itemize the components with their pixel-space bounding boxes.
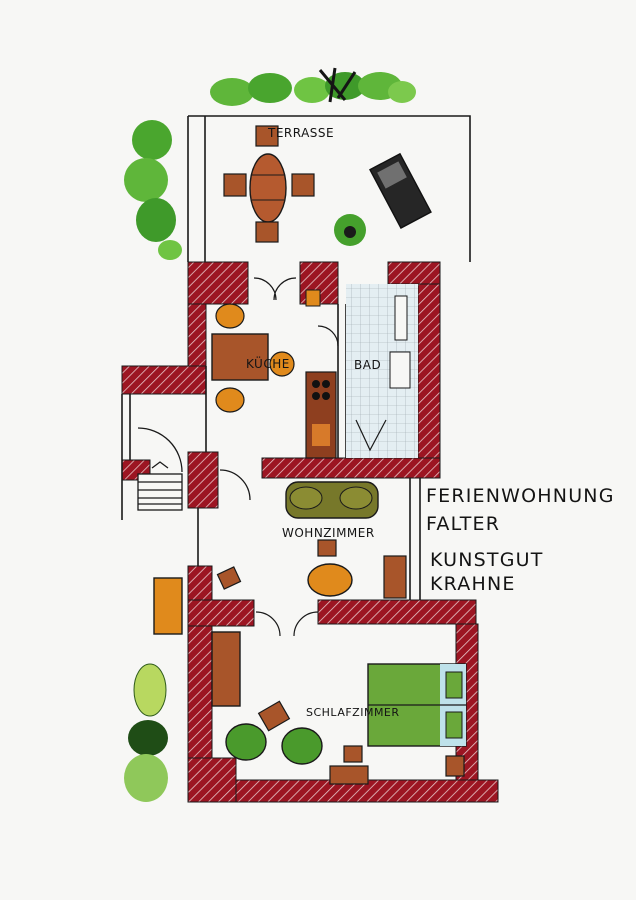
terrace-table — [249, 153, 287, 223]
room-label-schlafzimmer: SCHLAFZIMMER — [306, 706, 400, 719]
kitchen-chair — [215, 387, 245, 413]
plant-hedge-top — [210, 67, 416, 106]
title-block: FERIENWOHNUNG FALTER KUNSTGUT KRAHNE — [426, 485, 615, 595]
living-shelf — [383, 555, 407, 599]
garden-plants — [124, 663, 168, 802]
living-armchair — [307, 563, 353, 597]
living-room: WOHNZIMMER — [153, 481, 407, 637]
kitchen-chair — [269, 351, 295, 377]
title-line-1: FERIENWOHNUNG — [426, 485, 615, 507]
nightstand — [343, 745, 363, 763]
bed — [367, 663, 467, 747]
walls — [121, 261, 499, 803]
bedroom: SCHLAFZIMMER — [211, 631, 467, 785]
living-table — [317, 539, 337, 557]
nightstand — [445, 755, 465, 777]
kitchen-table — [211, 333, 269, 381]
bedroom-bench — [329, 765, 369, 785]
bedroom-armchair — [281, 727, 323, 765]
living-stool — [216, 566, 242, 590]
room-label-wohnzimmer: WOHNZIMMER — [282, 526, 375, 540]
title-line-3: KUNSTGUT — [430, 549, 544, 571]
terrace-chair — [255, 125, 279, 147]
bedroom-stool — [257, 700, 291, 732]
kitchen-counter — [305, 371, 337, 459]
terrace-chair — [223, 173, 247, 197]
terrace-lounger — [369, 152, 432, 229]
hall-cabinet — [153, 577, 183, 635]
kitchen: KÜCHE — [211, 277, 339, 459]
terrace-area: TERRASSE — [124, 67, 471, 262]
plant-hedge-left — [124, 120, 182, 260]
title-line-2: FALTER — [426, 513, 500, 535]
terrace-chair — [255, 221, 279, 243]
title-line-4: KRAHNE — [430, 573, 516, 595]
sofa — [285, 481, 379, 519]
bathroom: BAD — [346, 284, 418, 458]
wardrobe — [211, 631, 241, 707]
room-label-kueche: KÜCHE — [246, 355, 290, 371]
room-label-bad: BAD — [354, 358, 381, 372]
room-label-terrasse: TERRASSE — [267, 126, 334, 140]
entrance-stairs — [137, 427, 251, 511]
terrace-chair — [291, 173, 315, 197]
bedroom-armchair — [225, 723, 267, 761]
kitchen-chair — [215, 303, 245, 329]
terrace-plant — [334, 214, 366, 246]
